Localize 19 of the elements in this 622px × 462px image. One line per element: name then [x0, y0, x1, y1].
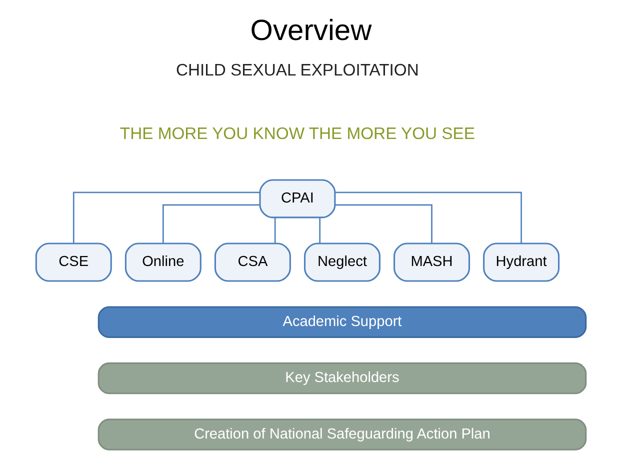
connector — [274, 218, 276, 244]
diagram-title: Overview — [250, 14, 372, 47]
connector — [319, 218, 321, 244]
node-box: Key Stakeholders — [98, 362, 587, 394]
label: THE MORE YOU KNOW THE MORE YOU SEE — [120, 124, 475, 144]
node-box: Hydrant — [483, 242, 560, 282]
node-box: CSA — [214, 242, 291, 282]
node-box: CSE — [35, 242, 112, 282]
connector — [335, 204, 432, 244]
node-box: Academic Support — [98, 306, 587, 338]
node-box: Creation of National Safeguarding Action Plan — [98, 418, 587, 450]
connector — [72, 192, 260, 244]
connector — [162, 204, 260, 244]
node-box: MASH — [394, 242, 470, 282]
node-box: CPAI — [259, 179, 336, 218]
connector — [335, 192, 522, 244]
node-box: Neglect — [304, 242, 380, 282]
node-box: Online — [124, 242, 202, 282]
label: CHILD SEXUAL EXPLOITATION — [176, 60, 419, 80]
